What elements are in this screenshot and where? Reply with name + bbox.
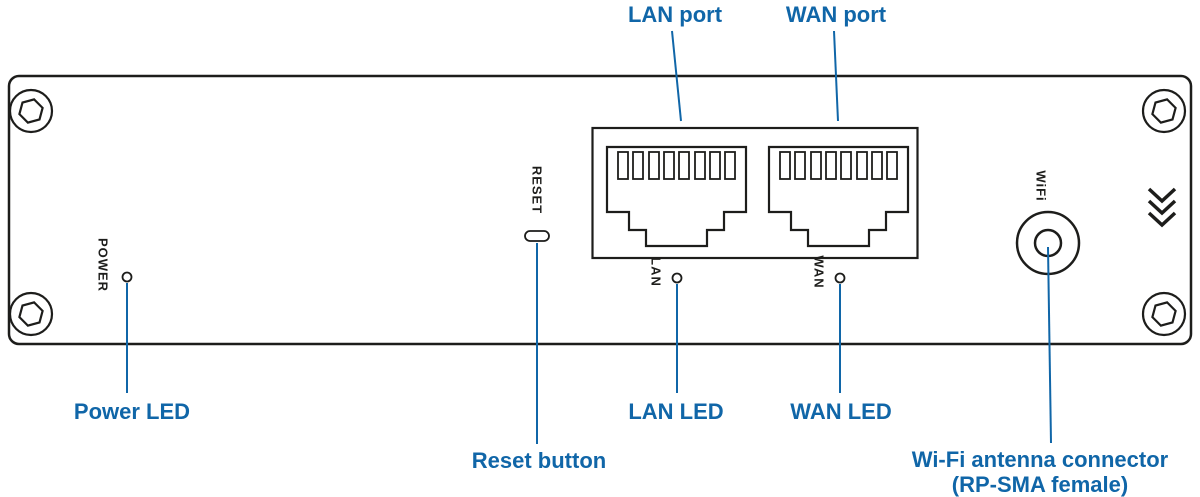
- wifi-label: WiFi: [1034, 170, 1049, 201]
- leader-line-lan-port: [671, 30, 682, 122]
- lan-port-pins: [617, 151, 736, 180]
- leader-line-wan-port: [833, 30, 839, 122]
- screw-top-right: [1141, 88, 1187, 134]
- wan-port-pins: [779, 151, 898, 180]
- brand-logo-icon: [1147, 187, 1177, 228]
- lan-led-indicator: [671, 272, 683, 284]
- callout-wan-port: WAN port: [785, 2, 887, 27]
- callout-power-led: Power LED: [73, 399, 191, 424]
- wan-port-graphic: [767, 145, 910, 248]
- callout-lan-port: LAN port: [627, 2, 723, 27]
- reset-button-graphic: [524, 230, 550, 242]
- screw-bottom-left: [8, 291, 54, 337]
- wan-label: WAN: [812, 255, 827, 288]
- screw-bottom-right: [1141, 291, 1187, 337]
- callout-wifi-connector: Wi-Fi antenna connector (RP-SMA female): [890, 447, 1190, 497]
- callout-wan-led: WAN LED: [790, 399, 892, 424]
- power-label: POWER: [96, 238, 111, 292]
- screw-top-left: [8, 88, 54, 134]
- callout-wifi-connector-line2: (RP-SMA female): [951, 472, 1129, 497]
- power-led-indicator: [121, 271, 133, 283]
- lan-label: LAN: [649, 257, 664, 287]
- wan-led-indicator: [834, 272, 846, 284]
- callout-lan-led: LAN LED: [628, 399, 724, 424]
- wifi-antenna-connector-graphic: [1015, 210, 1081, 276]
- reset-label: RESET: [530, 166, 545, 214]
- leader-line-wifi-connector: [1047, 246, 1052, 444]
- callout-wifi-connector-line1: Wi-Fi antenna connector: [911, 447, 1169, 472]
- lan-port-graphic: [605, 145, 748, 248]
- callout-reset-button: Reset button: [471, 448, 607, 473]
